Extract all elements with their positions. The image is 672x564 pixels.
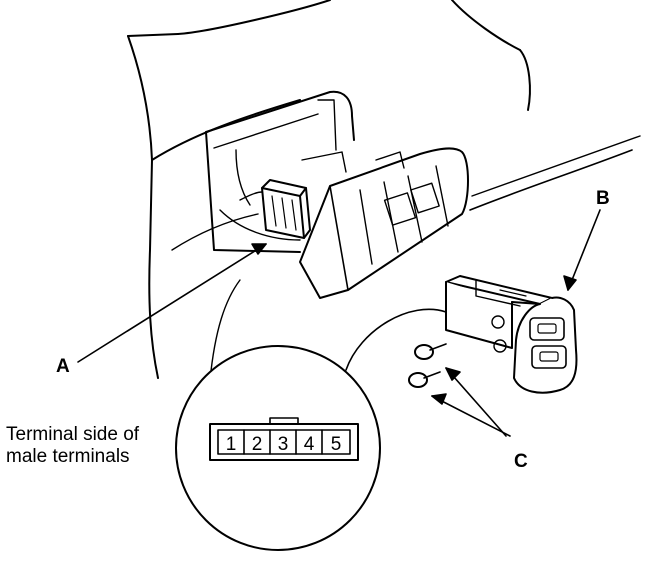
inset-caption: Terminal side of male terminals <box>6 424 139 468</box>
harness-connector <box>239 179 311 239</box>
inset-caption-line1: Terminal side of <box>6 424 140 445</box>
handle-recess <box>205 90 355 253</box>
screws <box>408 343 447 388</box>
pin-5: 5 <box>331 434 342 455</box>
pin-4: 4 <box>304 434 315 455</box>
door-panel <box>127 0 641 381</box>
label-a: A <box>56 356 70 377</box>
label-c: C <box>514 451 528 472</box>
pin-2: 2 <box>252 434 263 455</box>
connector-face: 1 2 3 4 5 <box>209 417 359 461</box>
leader-lines <box>77 209 601 437</box>
inset-caption-line2: male terminals <box>6 446 130 467</box>
removed-switch <box>445 275 578 394</box>
pin-1: 1 <box>226 434 237 455</box>
switch-bezel <box>299 147 469 299</box>
inset-leader-wire <box>345 308 447 371</box>
label-b: B <box>596 188 610 209</box>
pin-3: 3 <box>278 434 289 455</box>
